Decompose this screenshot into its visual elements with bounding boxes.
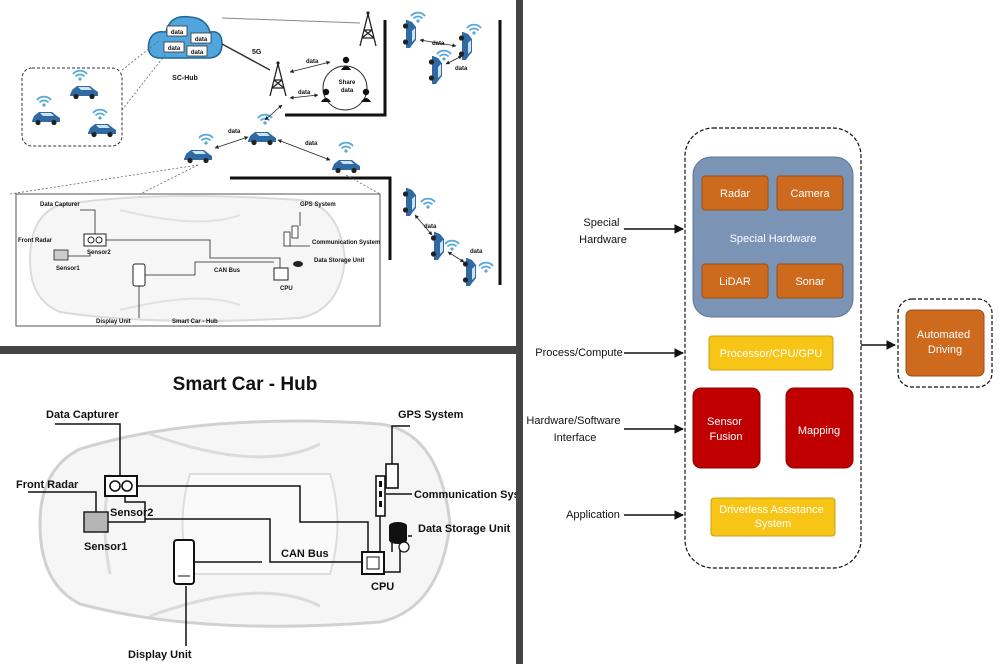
car-icon <box>402 20 416 48</box>
sonar-label: Sonar <box>795 276 825 288</box>
network-panel: data data data data SC-Hub 5G Share data… <box>0 0 516 346</box>
camera-block <box>776 175 844 211</box>
car-outline-icon <box>28 195 347 322</box>
sensor1-icon <box>83 511 109 533</box>
share-data-label: data <box>341 88 354 94</box>
display-unit-icon <box>173 539 195 585</box>
cloud-item: data <box>191 50 204 56</box>
road-wall <box>230 176 392 260</box>
mini-car-hub-box <box>15 193 381 327</box>
cloud-item: data <box>168 46 181 52</box>
sensor1-label: Sensor1 <box>84 541 127 553</box>
cpu-label: CPU <box>371 581 394 593</box>
mapping-label: Mapping <box>798 425 840 437</box>
fiveg-label: 5G <box>252 49 262 56</box>
sensor2-label: Sensor2 <box>87 250 111 256</box>
gps-label: GPS System <box>398 409 464 421</box>
display-unit-label: Display Unit <box>128 649 192 661</box>
layer-label-special-hardware: Special Hardware <box>579 217 627 246</box>
automated-driving-label: Automated Driving <box>917 329 973 356</box>
person-icon <box>321 88 331 102</box>
architecture-panel: Special Hardware Radar Camera LiDAR Sona… <box>523 0 1000 664</box>
storage-label: Data Storage Unit <box>418 523 511 535</box>
car-icon <box>184 150 212 164</box>
car-icon <box>32 112 60 126</box>
display-label: Display Unit <box>96 319 131 325</box>
platform-container <box>684 127 862 569</box>
sc-hub-cloud-icon: data data data data <box>147 15 223 59</box>
layer-label-interface: Hardware/Software Interface <box>526 415 623 444</box>
person-icon <box>341 56 351 70</box>
sensor-fusion-label: Sensor Fusion <box>707 416 745 443</box>
camera-label: Camera <box>790 188 830 200</box>
car-icon <box>88 124 116 138</box>
lidar-label: LiDAR <box>719 276 751 288</box>
lidar-block <box>701 263 769 299</box>
car-hub-title: Smart Car - Hub <box>173 374 318 395</box>
separator-horizontal <box>0 346 516 354</box>
car-icon <box>430 232 444 260</box>
mini-hub-title: Smart Car - Hub <box>172 319 218 325</box>
layer-label-application: Application <box>566 509 620 521</box>
car-cluster-bubble <box>21 67 123 147</box>
data-capturer-label: Data Capturer <box>40 202 80 208</box>
car-icon <box>428 56 442 84</box>
radar-label: Radar <box>720 188 750 200</box>
sensor1-label: Sensor1 <box>56 266 80 272</box>
data-label: data <box>455 66 468 72</box>
cell-tower-icon <box>269 60 287 97</box>
front-radar-label: Front Radar <box>18 238 53 244</box>
cell-tower-icon <box>359 10 377 47</box>
output-container <box>897 298 993 388</box>
processor-block <box>708 335 834 371</box>
separator-vertical <box>516 0 523 664</box>
data-label: data <box>432 41 445 47</box>
sensor2-label: Sensor2 <box>110 507 153 519</box>
car-icon <box>462 258 476 286</box>
gps-label: GPS System <box>300 202 336 208</box>
radar-block <box>701 175 769 211</box>
driverless-label: Driverless Assistance System <box>719 504 827 530</box>
can-bus-label: CAN Bus <box>281 548 329 560</box>
car-icon <box>248 132 276 146</box>
data-label: data <box>470 249 483 255</box>
car-icon <box>458 32 472 60</box>
special-hardware-group-label: Special Hardware <box>730 233 817 245</box>
road-wall <box>285 20 387 117</box>
data-label: data <box>228 129 241 135</box>
storage-label: Data Storage Unit <box>314 258 364 264</box>
processor-label: Processor/CPU/GPU <box>720 348 823 360</box>
cloud-item: data <box>195 37 208 43</box>
gps-icon <box>385 463 399 489</box>
sc-hub-label: SC-Hub <box>172 75 198 82</box>
cpu-label: CPU <box>280 286 293 292</box>
car-icon <box>70 86 98 100</box>
data-label: data <box>305 141 318 147</box>
share-data-label: Share <box>339 80 356 86</box>
communication-label: Communication System <box>414 489 516 501</box>
sensor-fusion-block <box>692 387 761 469</box>
architecture-diagram: Special Hardware Radar Camera LiDAR Sona… <box>526 127 993 569</box>
car-icon <box>332 160 360 174</box>
car-hub-diagram: Smart Car - Hub Data Capturer GPS System… <box>16 374 516 661</box>
car-icon <box>402 188 416 216</box>
layer-label-process: Process/Compute <box>535 347 622 359</box>
sonar-block <box>776 263 844 299</box>
automated-driving-block <box>905 309 985 377</box>
network-diagram: data data data data SC-Hub 5G Share data… <box>9 10 502 327</box>
mapping-block <box>785 387 854 469</box>
communication-label: Communication System <box>312 240 380 246</box>
data-capturer-label: Data Capturer <box>46 409 119 421</box>
can-bus-label: CAN Bus <box>214 268 241 274</box>
driverless-block <box>710 497 836 537</box>
data-storage-icon <box>389 522 410 553</box>
data-label: data <box>306 59 319 65</box>
car-outline-icon <box>38 419 452 628</box>
data-label: data <box>424 224 437 230</box>
car-hub-panel: Smart Car - Hub Data Capturer GPS System… <box>0 354 516 664</box>
cloud-item: data <box>171 30 184 36</box>
data-label: data <box>298 90 311 96</box>
front-radar-label: Front Radar <box>16 479 79 491</box>
